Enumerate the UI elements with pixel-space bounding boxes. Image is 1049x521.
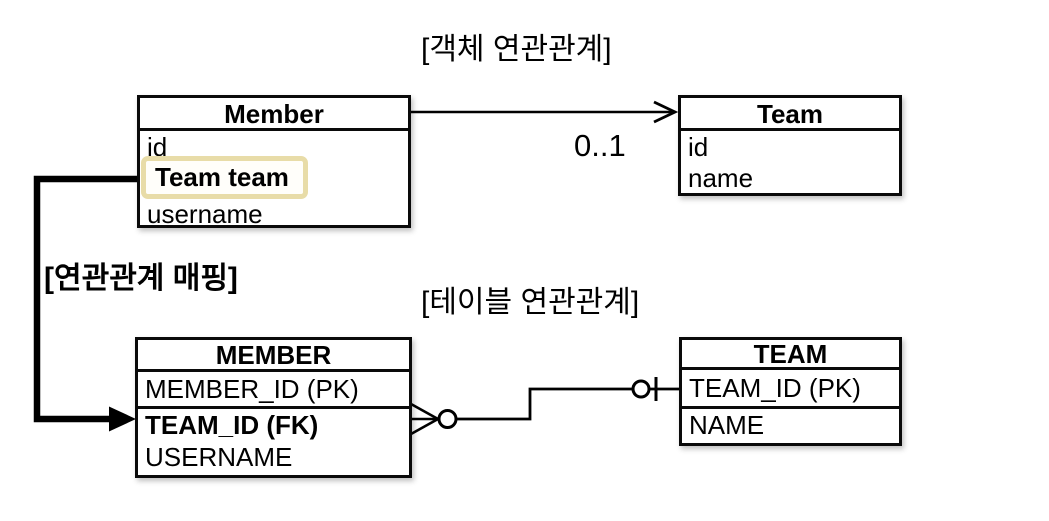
zero-circle-icon [631, 379, 651, 399]
team-table-name: NAME [689, 410, 765, 440]
table-relationship-line [410, 377, 679, 436]
mapping-association-arrow [33, 175, 137, 432]
team-field-name: name [688, 163, 754, 193]
team-table-pk: TEAM_ID (PK) [682, 370, 899, 409]
team-class-title: Team [681, 98, 899, 131]
team-field-id: id [688, 132, 709, 162]
member-table-title: MEMBER [138, 340, 409, 372]
member-field-id: id [147, 132, 168, 162]
team-class-box: Team id name [678, 95, 902, 196]
object-association-arrow [411, 100, 679, 124]
mapping-label: [연관관계 매핑] [44, 262, 238, 295]
table-section-title: [테이블 연관관계] [421, 286, 640, 319]
member-table-username: USERNAME [145, 442, 293, 472]
member-class-title: Member [140, 98, 408, 131]
member-table-fk: TEAM_ID (FK) [145, 410, 319, 440]
object-section-title: [객체 연관관계] [421, 33, 612, 66]
zero-circle-icon [437, 409, 458, 429]
member-table-pk: MEMBER_ID (PK) [138, 372, 409, 409]
member-table-box: MEMBER MEMBER_ID (PK) TEAM_ID (FK) USERN… [135, 337, 412, 478]
member-field-team-highlight: Team team [141, 156, 308, 199]
team-table-box: TEAM TEAM_ID (PK) NAME [679, 337, 902, 446]
team-table-title: TEAM [682, 340, 899, 370]
many-crows-foot-icon [410, 402, 439, 436]
member-field-username: username [147, 199, 263, 229]
member-class-box: Member id Team team username [137, 95, 411, 228]
multiplicity-label: 0..1 [574, 128, 626, 163]
